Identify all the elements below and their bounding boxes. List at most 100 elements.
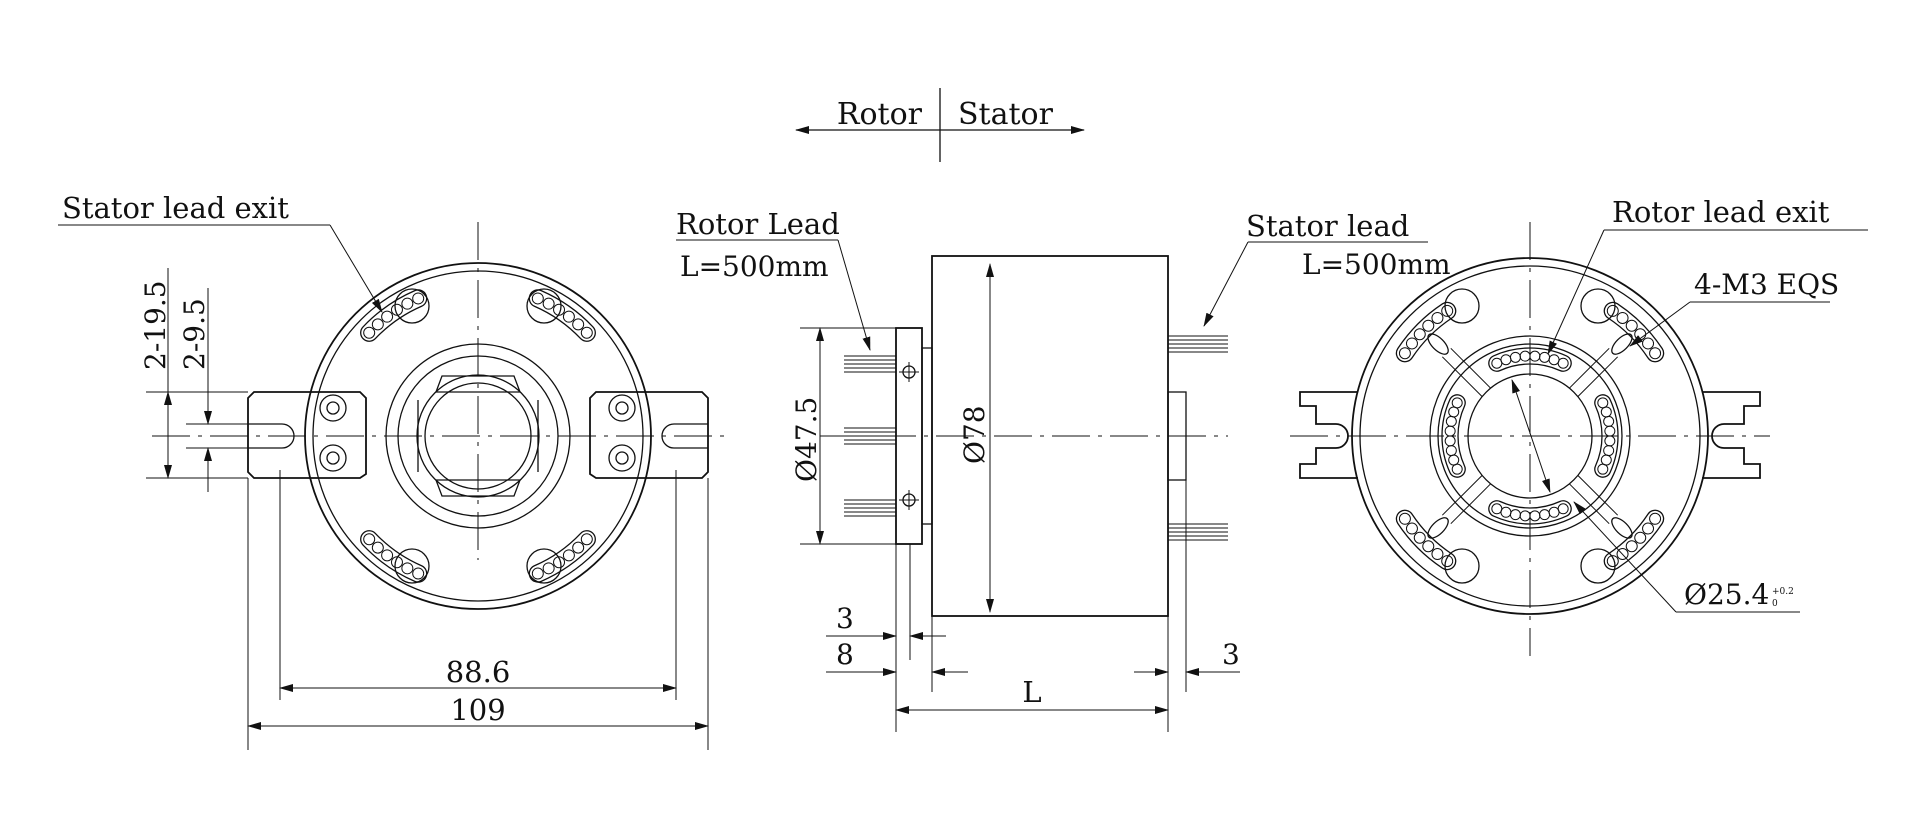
slot-hole <box>1441 555 1454 568</box>
slot-hole <box>381 310 394 323</box>
slot-hole <box>542 562 555 575</box>
slot-hole <box>1634 531 1647 544</box>
slot-hole <box>562 310 575 323</box>
slot-hole <box>363 533 376 546</box>
slot-hole <box>1642 337 1655 350</box>
slot-hole <box>1491 357 1503 369</box>
slot-hole <box>1422 319 1435 332</box>
left-lead-exit-slots <box>360 289 596 583</box>
slot-hole <box>1529 510 1541 522</box>
slot-hole <box>1548 506 1560 518</box>
right-mount-tab <box>589 391 709 479</box>
left-hub <box>385 343 571 529</box>
left-mount-tab <box>247 391 367 479</box>
right-lead-exit-slots <box>1395 301 1665 571</box>
spoke-edge <box>1577 356 1619 397</box>
slot-hole <box>1557 357 1569 369</box>
slot-hole <box>1444 435 1456 447</box>
inner-slot-left <box>1441 394 1466 478</box>
m3-screw-slot <box>1427 333 1449 355</box>
slot-hole <box>1398 347 1411 360</box>
left-body-outline <box>304 262 652 610</box>
slot-hole <box>1422 540 1435 553</box>
slot-hole <box>1413 531 1426 544</box>
slot-hole <box>1616 548 1629 561</box>
slot-hole <box>1509 351 1521 363</box>
slot-hole <box>371 318 384 331</box>
slot-hole <box>1604 435 1616 447</box>
spoke-edge <box>1450 483 1491 525</box>
slot-hole <box>1519 510 1531 522</box>
side-view: Rotor Lead L=500mm Stator lead L=500mm Ø… <box>676 207 1451 732</box>
slot-hole <box>1500 354 1512 366</box>
rotor-lead-exit-label: Rotor lead exit <box>1612 195 1830 229</box>
slot-hole <box>1451 397 1463 409</box>
slot-hole <box>1500 506 1512 518</box>
slot-hole <box>1600 454 1612 466</box>
slot-upper-left <box>360 289 428 342</box>
right-bore <box>1467 373 1593 499</box>
m3-screw-slot <box>1611 333 1633 355</box>
slot-hole <box>1603 445 1615 457</box>
stator-lead-exit-label: Stator lead exit <box>62 191 289 225</box>
slot-hole <box>390 556 403 569</box>
slot-hole <box>1606 555 1619 568</box>
direction-indicator: Rotor Stator <box>795 88 1085 162</box>
right-view-right-tab <box>1702 391 1761 479</box>
slot-hole <box>531 567 544 580</box>
slot-hole <box>390 303 403 316</box>
slot-hole <box>1448 406 1460 418</box>
stator-lead-label: Stator lead <box>1246 209 1409 243</box>
slot-hole <box>1491 503 1503 515</box>
slot-hole <box>1625 319 1638 332</box>
slot-hole <box>1444 425 1456 437</box>
slot-hole <box>1405 522 1418 535</box>
slot-hole <box>1606 304 1619 317</box>
slot-hole <box>1448 454 1460 466</box>
spoke-edge <box>1441 475 1483 516</box>
slot-hole <box>1625 540 1638 553</box>
slot-hole <box>1597 463 1609 475</box>
slot-hole <box>1431 548 1444 561</box>
slot-lower-right <box>528 530 596 583</box>
slot-hole <box>1405 337 1418 350</box>
slot-hole <box>1604 425 1616 437</box>
outer-slot-ul <box>1395 301 1457 363</box>
dim-2-19-5: 2-19.5 <box>139 280 172 370</box>
dim-2-9-5: 2-9.5 <box>178 298 211 370</box>
rotor-lead-label: Rotor Lead <box>676 207 840 241</box>
slot-hole <box>1398 512 1411 525</box>
inner-slot-bottom <box>1488 500 1572 525</box>
spoke-edge <box>1577 475 1619 516</box>
spoke-edge <box>1441 356 1483 397</box>
slot-hole <box>542 297 555 310</box>
slot-hole <box>1603 415 1615 427</box>
spoke-edge <box>1450 347 1491 389</box>
dim-rear-3: 3 <box>1222 638 1240 671</box>
dim-dia-47-5: Ø47.5 <box>790 397 823 482</box>
thread-label: 4-M3 EQS <box>1694 268 1839 301</box>
slot-hole <box>553 556 566 569</box>
inner-slot-top <box>1488 347 1572 372</box>
slot-hole <box>1451 463 1463 475</box>
slot-hole <box>1597 397 1609 409</box>
right-spokes <box>1427 333 1633 539</box>
slot-hole <box>531 292 544 305</box>
slot-hole <box>1616 311 1629 324</box>
slot-hole <box>1557 503 1569 515</box>
slot-hole <box>363 326 376 339</box>
slot-hole <box>1431 311 1444 324</box>
slot-hole <box>580 533 593 546</box>
slot-hole <box>1600 406 1612 418</box>
slot-hole <box>1548 354 1560 366</box>
slot-hole <box>572 318 585 331</box>
m3-screw-slot <box>1611 517 1633 539</box>
spoke-edge <box>1569 483 1610 525</box>
slot-hole <box>412 567 425 580</box>
m3-screw-slot <box>1427 517 1449 539</box>
slot-hole <box>580 326 593 339</box>
slot-hole <box>412 292 425 305</box>
outer-slot-ll <box>1395 509 1457 571</box>
slot-lower-left <box>360 530 428 583</box>
dim-offset-8: 8 <box>836 638 854 671</box>
